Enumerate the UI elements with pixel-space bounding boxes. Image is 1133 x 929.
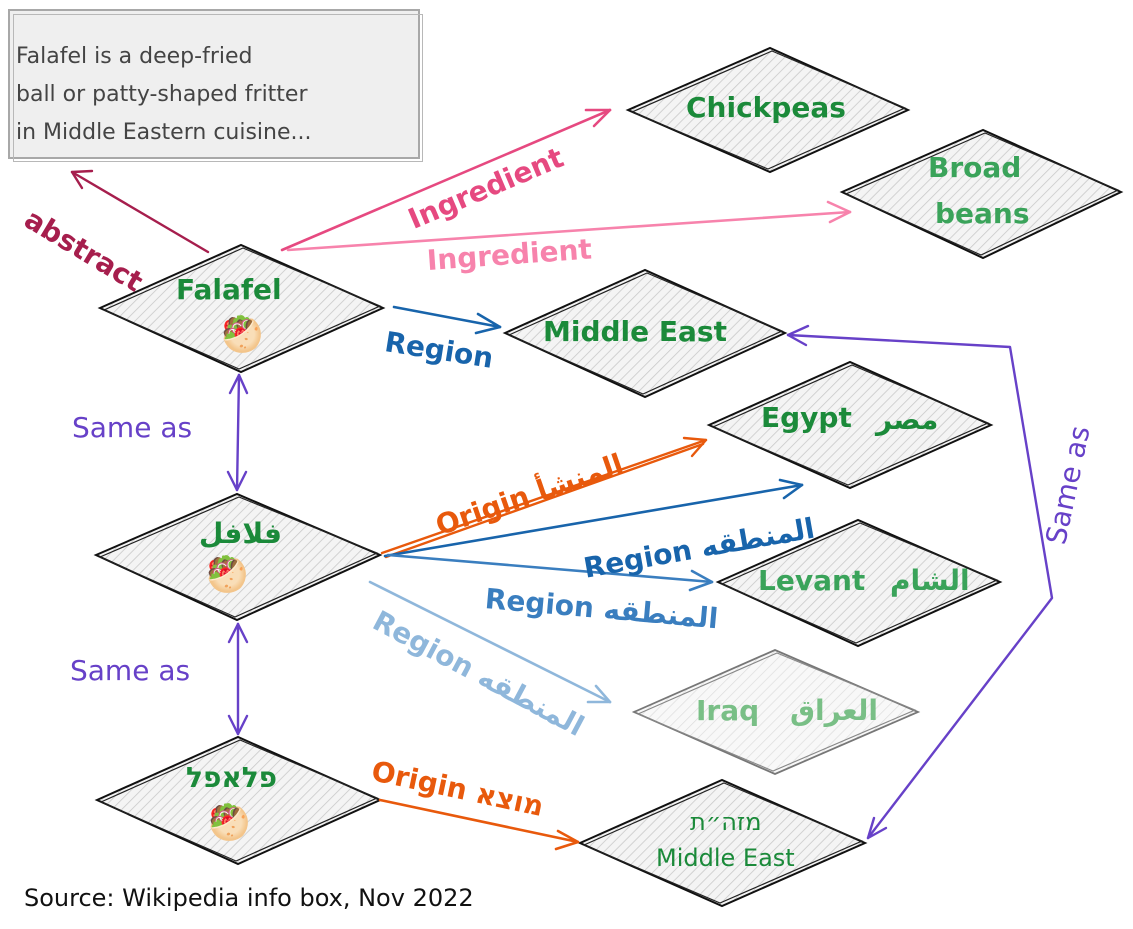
node-egypt-ar-label: مصر — [876, 403, 939, 436]
edge-region-ar-1-arrow — [383, 478, 804, 558]
falafel-emoji-icon: 🥙 — [208, 803, 251, 843]
node-falafel-en-diamond — [97, 243, 386, 374]
node-levant-ar-label: الشام — [890, 564, 970, 597]
node-falafel-en-label: Falafel — [176, 273, 282, 306]
falafel-emoji-icon: 🥙 — [221, 315, 264, 355]
abstract-text: Falafel is a deep-fried ball or patty-sh… — [16, 44, 312, 145]
node-iraq-label: Iraq — [696, 694, 760, 727]
edge-same-as-1-arrow — [226, 373, 249, 492]
node-falafel-he-label: פלאפל — [186, 761, 278, 794]
node-falafel-he-diamond — [94, 735, 383, 866]
edge-ingredient-chickpeas-arrow — [280, 108, 612, 252]
node-iraq-diamond — [631, 649, 921, 775]
edge-abstract-arrow — [70, 169, 210, 254]
node-middle-east-he-bottom-label: Middle East — [656, 844, 795, 872]
node-egypt-diamond — [706, 360, 994, 490]
node-beans-label: beans — [935, 197, 1030, 230]
node-iraq-ar-label: العراق — [790, 694, 878, 727]
node-broad-beans-diamond — [839, 128, 1124, 260]
node-middle-east-label: Middle East — [543, 315, 727, 348]
source-caption: Source: Wikipedia info box, Nov 2022 — [24, 884, 474, 912]
edge-same-as-1-label: Same as — [72, 411, 193, 444]
edge-origin-ar-arrow — [380, 436, 708, 559]
node-levant-label: Levant — [758, 564, 866, 597]
edge-origin-he-arrow — [378, 798, 580, 851]
node-levant-diamond — [715, 518, 1003, 648]
edge-same-as-2-label: Same as — [70, 654, 191, 687]
node-broad-label: Broad — [928, 151, 1022, 184]
node-chickpeas-label: Chickpeas — [686, 91, 846, 124]
edge-region-ar-3-arrow — [368, 580, 612, 704]
abstract-box — [8, 9, 423, 162]
falafel-emoji-icon: 🥙 — [206, 555, 249, 595]
node-falafel-ar-diamond — [93, 492, 383, 622]
node-chickpeas-diamond — [625, 46, 911, 174]
edge-same-as-2-arrow — [227, 622, 249, 736]
node-egypt-label: Egypt — [761, 401, 852, 434]
edge-region-ar-2-arrow — [386, 553, 714, 592]
node-middle-east-he-diamond — [577, 778, 868, 908]
node-middle-east-diamond — [502, 268, 788, 399]
edge-ingredient-beans-arrow — [286, 200, 852, 252]
node-falafel-ar-label: فلافل — [199, 517, 282, 550]
node-middle-east-he-top-label: מזה״ת — [690, 808, 762, 836]
edge-same-as-right-arrow — [786, 324, 1054, 840]
edge-region-middle-east-arrow — [392, 305, 502, 335]
